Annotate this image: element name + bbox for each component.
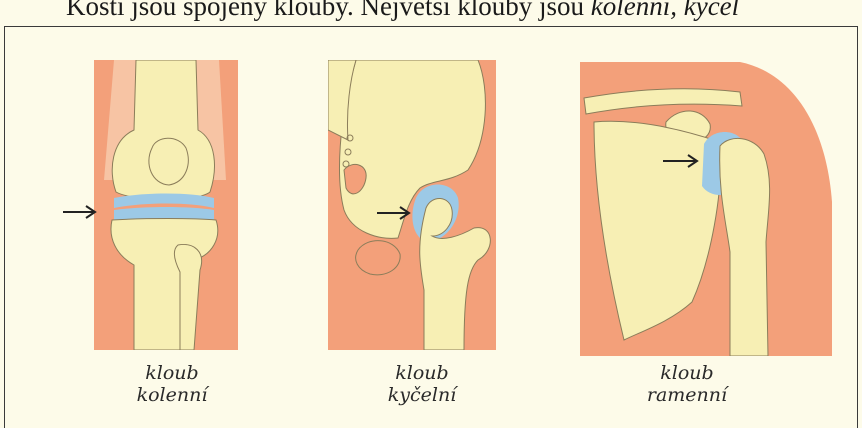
hip-arrow-icon: [376, 205, 412, 221]
header-text: Kosti jsou spojeny klouby. Největší klou…: [66, 0, 739, 22]
shoulder-arrow-icon: [662, 152, 700, 170]
shoulder-caption: kloub ramenní: [622, 362, 752, 406]
hip-caption-line2: kyčelní: [362, 384, 482, 406]
knee-arrow-icon: [62, 204, 98, 220]
knee-caption-line2: kolenní: [112, 384, 232, 406]
knee-caption: kloub kolenní: [112, 362, 232, 406]
knee-joint-illustration: [94, 60, 238, 350]
shoulder-joint-illustration: [580, 62, 832, 356]
hip-caption-line1: kloub: [362, 362, 482, 384]
shoulder-caption-line2: ramenní: [622, 384, 752, 406]
shoulder-caption-line1: kloub: [622, 362, 752, 384]
hip-caption: kloub kyčelní: [362, 362, 482, 406]
knee-caption-line1: kloub: [112, 362, 232, 384]
header-italic: kolenní, kyčel: [591, 0, 739, 21]
header-plain: Kosti jsou spojeny klouby. Největší klou…: [66, 0, 591, 21]
hip-joint-illustration: [328, 60, 496, 350]
